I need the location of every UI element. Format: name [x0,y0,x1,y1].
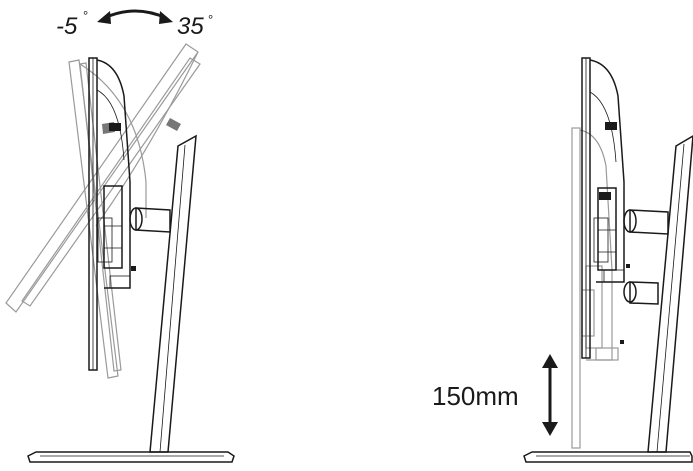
tilt-min-degree: ° [83,8,88,23]
lowered-dark-mark [599,192,611,200]
stand-base [27,451,235,463]
tilt-max-label: 35 [177,13,204,40]
height-double-arrow-icon [542,354,558,436]
hinge-arm-lowered [623,281,659,305]
raised-dark-mark [605,122,617,130]
hinge-arm-raised [623,209,669,235]
monitor-sensor-mark [131,266,136,271]
stand-base-right [523,451,693,463]
lowered-sensor-mark [620,340,624,344]
height-diagram: 150mm [432,57,693,463]
raised-sensor-mark [626,264,630,268]
monitor-body-upright [88,57,131,371]
stand-column-right [647,135,693,453]
stand-column [149,134,197,453]
tilt-double-arrow-icon [97,9,173,24]
monitor-dark-mark [109,123,121,131]
ghost-monitor-tilted-back [5,43,201,313]
height-label: 150mm [432,381,519,411]
monitor-body-raised [581,57,625,359]
ghost-monitor-lowered [571,127,619,449]
hinge-arm [129,207,171,233]
tilt-diagram: -5 ° 35 ° [5,8,235,463]
tilt-min-label: -5 [56,13,78,40]
tilt-max-degree: ° [208,12,213,27]
